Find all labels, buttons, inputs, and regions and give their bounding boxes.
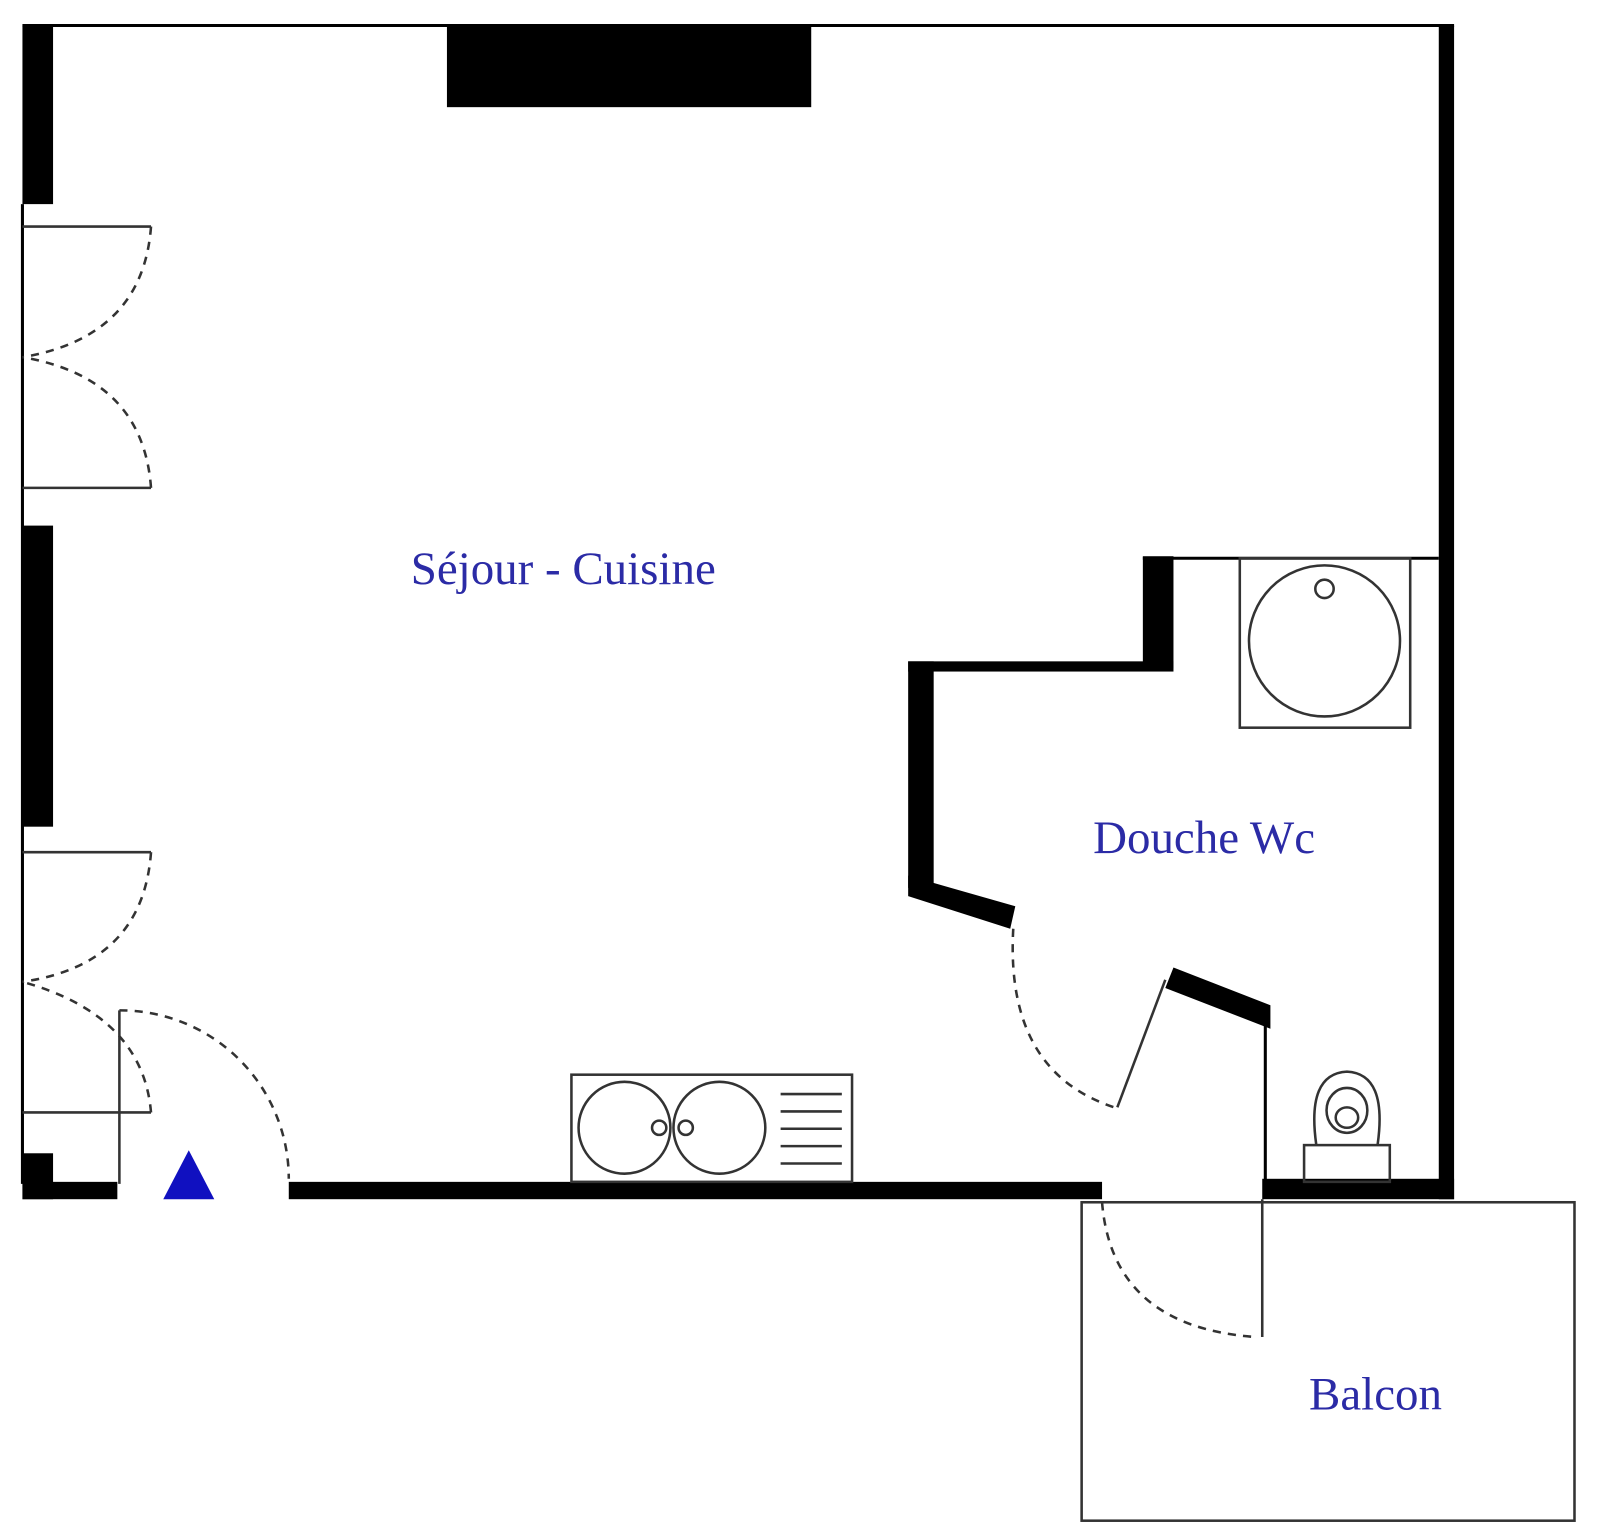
shower-icon bbox=[1238, 556, 1412, 729]
room-label-balcony: Balcon bbox=[1309, 1368, 1442, 1420]
room-label-shower-wc: Douche Wc bbox=[1093, 812, 1315, 864]
entrance-arrow-icon bbox=[163, 1150, 215, 1200]
sink-icon bbox=[570, 1073, 854, 1184]
closets bbox=[22, 225, 153, 1114]
room-label-living-kitchen: Séjour - Cuisine bbox=[411, 543, 716, 595]
balcony bbox=[1080, 1199, 1576, 1522]
bathroom-door bbox=[1011, 928, 1167, 1109]
walls bbox=[20, 23, 1455, 1200]
toilet-icon bbox=[1302, 1070, 1392, 1184]
entrance-door bbox=[118, 1009, 291, 1184]
